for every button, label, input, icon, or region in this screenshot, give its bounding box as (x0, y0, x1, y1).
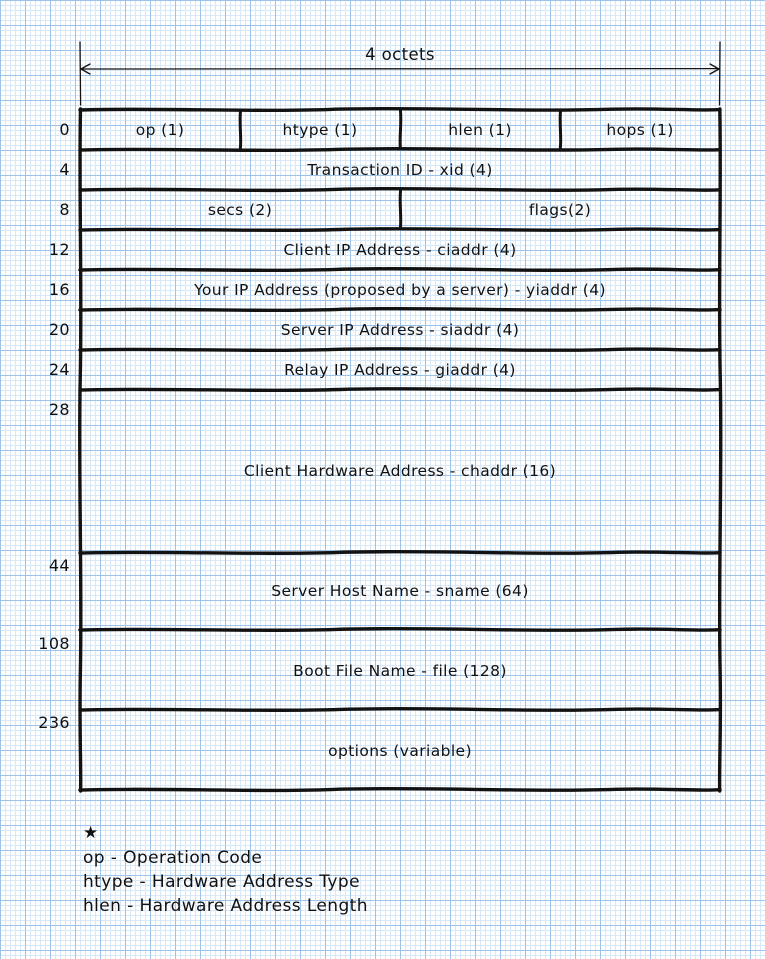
legend-line-op: op - Operation Code (83, 848, 263, 868)
offset-label-16: 16 (48, 280, 70, 299)
dimension-arrow-4-octets (80, 63, 720, 75)
offset-label-108: 108 (38, 634, 70, 653)
offset-label-20: 20 (48, 320, 70, 339)
field-op: op (1) (135, 121, 185, 139)
field-ciaddr: Client IP Address - ciaddr (4) (283, 241, 517, 259)
field-options: options (variable) (328, 742, 472, 760)
row8-column-divider (398, 189, 403, 231)
field-flags: flags(2) (528, 201, 592, 219)
offset-label-236: 236 (38, 713, 70, 732)
dimension-label-4-octets: 4 octets (365, 45, 435, 64)
field-hlen: hlen (1) (448, 121, 512, 139)
field-htype: htype (1) (282, 121, 358, 139)
packet-table-lines (77, 106, 723, 793)
legend-line-htype: htype - Hardware Address Type (83, 872, 360, 892)
offset-label-24: 24 (48, 360, 70, 379)
offset-label-8: 8 (59, 200, 70, 219)
field-secs: secs (2) (207, 201, 273, 219)
offset-label-28: 28 (48, 400, 70, 419)
offset-label-44: 44 (48, 556, 70, 575)
field-chaddr: Client Hardware Address - chaddr (16) (243, 462, 557, 480)
offset-label-0: 0 (59, 120, 70, 139)
dimension-guides (79, 41, 721, 106)
legend-star-icon: ★ (83, 823, 99, 843)
field-hops: hops (1) (606, 121, 674, 139)
field-siaddr: Server IP Address - siaddr (4) (280, 321, 520, 339)
legend-line-hlen: hlen - Hardware Address Length (83, 896, 368, 916)
field-file: Boot File Name - file (128) (293, 662, 507, 680)
field-xid: Transaction ID - xid (4) (307, 161, 493, 179)
offset-label-4: 4 (59, 160, 70, 179)
field-giaddr: Relay IP Address - giaddr (4) (284, 361, 516, 379)
field-yiaddr: Your IP Address (proposed by a server) -… (194, 281, 606, 299)
offset-label-12: 12 (48, 240, 70, 259)
field-sname: Server Host Name - sname (64) (271, 582, 529, 600)
row0-column-dividers (238, 109, 563, 151)
